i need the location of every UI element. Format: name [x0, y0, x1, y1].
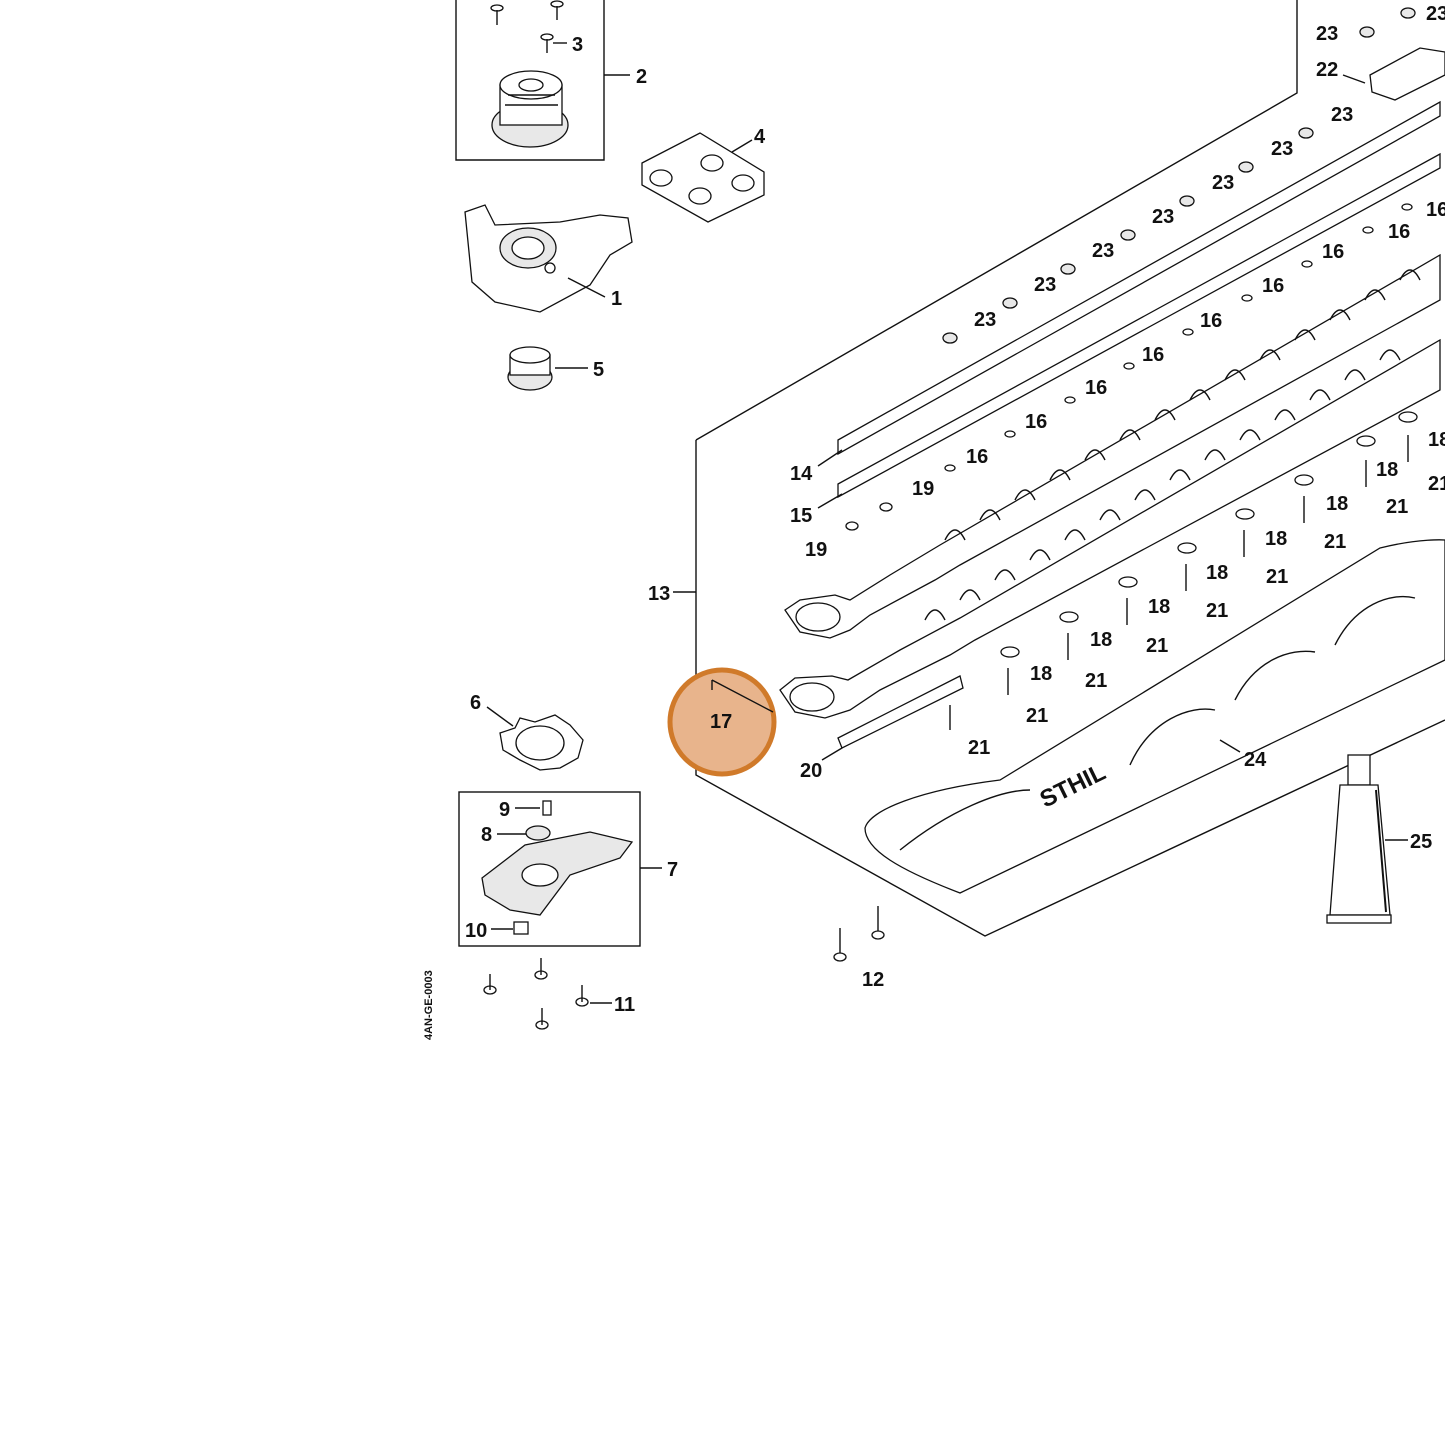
callout-18c: 18: [1148, 596, 1170, 618]
callout-13: 13: [648, 583, 670, 605]
grease-tube: 25: [1326, 754, 1432, 924]
callout-22: 22: [1316, 59, 1338, 81]
callout-5: 5: [593, 359, 604, 381]
callout-16f: 16: [1262, 275, 1284, 297]
callout-23e: 23: [1212, 172, 1234, 194]
callout-23g: 23: [1331, 104, 1353, 126]
nut-16-set: 16 16 16 16 16 16 16 16 16: [944, 199, 1445, 472]
screw-set-12: 12: [833, 906, 885, 991]
callout-23b: 23: [1034, 274, 1056, 296]
callout-21c: 21: [1146, 635, 1168, 657]
callout-23f: 23: [1271, 138, 1293, 160]
callout-9: 9: [499, 799, 510, 821]
callout-23: 23: [974, 309, 996, 331]
callout-23i: 23: [1426, 3, 1445, 25]
nut-part: 5: [507, 346, 604, 391]
callout-10: 10: [465, 920, 487, 942]
callout-15: 15: [790, 505, 812, 527]
callout-16g: 16: [1322, 241, 1344, 263]
screw-icon: [490, 0, 564, 53]
washer-18-screw-21-set: 18 21 18 21 18 21 18 21 18 21 18 21 18 2…: [949, 411, 1445, 759]
callout-16d: 16: [1142, 344, 1164, 366]
callout-21b: 21: [1085, 670, 1107, 692]
drawing-code: 4AN-GE-0003: [423, 970, 435, 1040]
bushing-block: 4: [641, 126, 766, 223]
callout-12: 12: [862, 969, 884, 991]
cutter-blades: [779, 253, 1441, 719]
guide-bars: 14 15: [790, 100, 1441, 527]
gasket: 6: [470, 692, 584, 771]
callout-21d: 21: [1206, 600, 1228, 622]
screw-set-11: 11: [483, 958, 635, 1030]
callout-20: 20: [800, 760, 822, 782]
highlighted-part-17[interactable]: 17: [667, 667, 777, 777]
callout-2: 2: [636, 66, 647, 88]
washer-19: 19 19: [805, 478, 934, 561]
callout-21e: 21: [1266, 566, 1288, 588]
callout-16b: 16: [1025, 411, 1047, 433]
nut-23-set: 23 23 23 23 23 23 23 23 23: [942, 3, 1445, 344]
callout-16: 16: [966, 446, 988, 468]
strip-20: 20: [800, 675, 964, 782]
callout-21i: 21: [968, 737, 990, 759]
blade-guard: STHIL 24: [864, 539, 1445, 894]
callout-7: 7: [667, 859, 678, 881]
callout-24: 24: [1244, 749, 1267, 771]
callout-23c: 23: [1092, 240, 1114, 262]
callout-16e: 16: [1200, 310, 1222, 332]
callout-6: 6: [470, 692, 481, 714]
blade-end-22: 22: [1316, 47, 1445, 101]
callout-3: 3: [572, 34, 583, 56]
callout-18: 18: [1030, 663, 1052, 685]
callout-18d: 18: [1206, 562, 1228, 584]
housing: 1: [464, 204, 633, 313]
callout-18f: 18: [1326, 493, 1348, 515]
callout-21: 21: [1026, 705, 1048, 727]
callout-25: 25: [1410, 831, 1432, 853]
callout-14: 14: [790, 463, 813, 485]
cover-plate-group-box: 7 9 8 10: [458, 791, 678, 947]
callout-1: 1: [611, 288, 622, 310]
callout-18e: 18: [1265, 528, 1287, 550]
callout-18h: 18: [1428, 429, 1445, 451]
gear-icon: [491, 70, 569, 148]
callout-21f: 21: [1324, 531, 1346, 553]
callout-18b: 18: [1090, 629, 1112, 651]
callout-16i: 16: [1426, 199, 1445, 221]
blade-assembly-frame: 13: [648, 0, 1445, 937]
callout-19: 19: [805, 539, 827, 561]
callout-21g: 21: [1386, 496, 1408, 518]
callout-16h: 16: [1388, 221, 1410, 243]
callout-23d: 23: [1152, 206, 1174, 228]
callout-19b: 19: [912, 478, 934, 500]
gearbox-group-box: 2 3: [455, 0, 647, 161]
callout-21h: 21: [1428, 473, 1445, 495]
callout-23h: 23: [1316, 23, 1338, 45]
callout-4: 4: [754, 126, 766, 148]
callout-18g: 18: [1376, 459, 1398, 481]
callout-17: 17: [710, 711, 732, 733]
callout-11: 11: [614, 994, 635, 1016]
callout-8: 8: [481, 824, 492, 846]
callout-16c: 16: [1085, 377, 1107, 399]
